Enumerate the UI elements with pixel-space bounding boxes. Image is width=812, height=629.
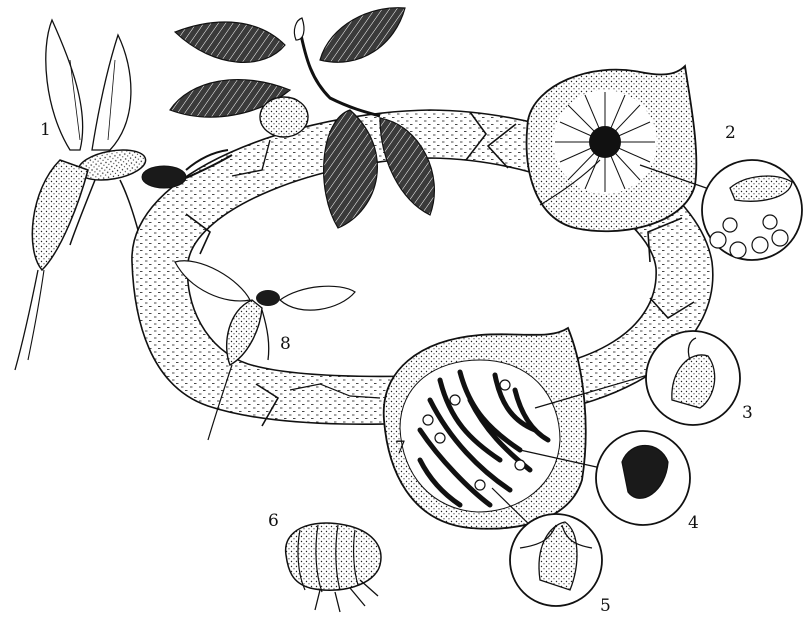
larva-icon — [286, 523, 381, 612]
small-fig-icon — [260, 97, 308, 137]
stage-label-1: 1 — [40, 120, 51, 140]
fig-fruit-icon — [527, 66, 697, 231]
stage-label-5: 5 — [600, 596, 611, 616]
stage-label-8: 8 — [280, 334, 291, 354]
fig-leaf-icon — [175, 22, 285, 62]
magnifier-circle-icon — [702, 160, 802, 260]
stage-label-3: 3 — [742, 403, 753, 423]
stage-label-2: 2 — [725, 123, 736, 143]
fig-fruit-icon — [384, 328, 586, 529]
magnifier-circle-icon — [596, 431, 690, 525]
magnifier-circle-icon — [646, 331, 740, 425]
stage-label-6: 6 — [268, 511, 279, 531]
stage-label-4: 4 — [688, 513, 699, 533]
stage-label-7: 7 — [395, 438, 406, 458]
magnifier-circle-icon — [510, 514, 602, 606]
fig-leaf-icon — [320, 8, 405, 63]
